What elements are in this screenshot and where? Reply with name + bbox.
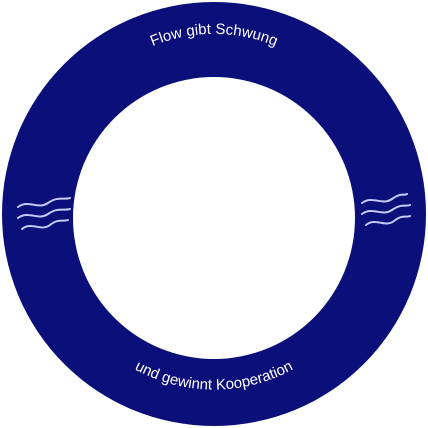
- right-wave-lines-icon: [361, 193, 411, 226]
- left-wave-lines-icon: [17, 197, 71, 230]
- inner-white-center: [73, 77, 355, 359]
